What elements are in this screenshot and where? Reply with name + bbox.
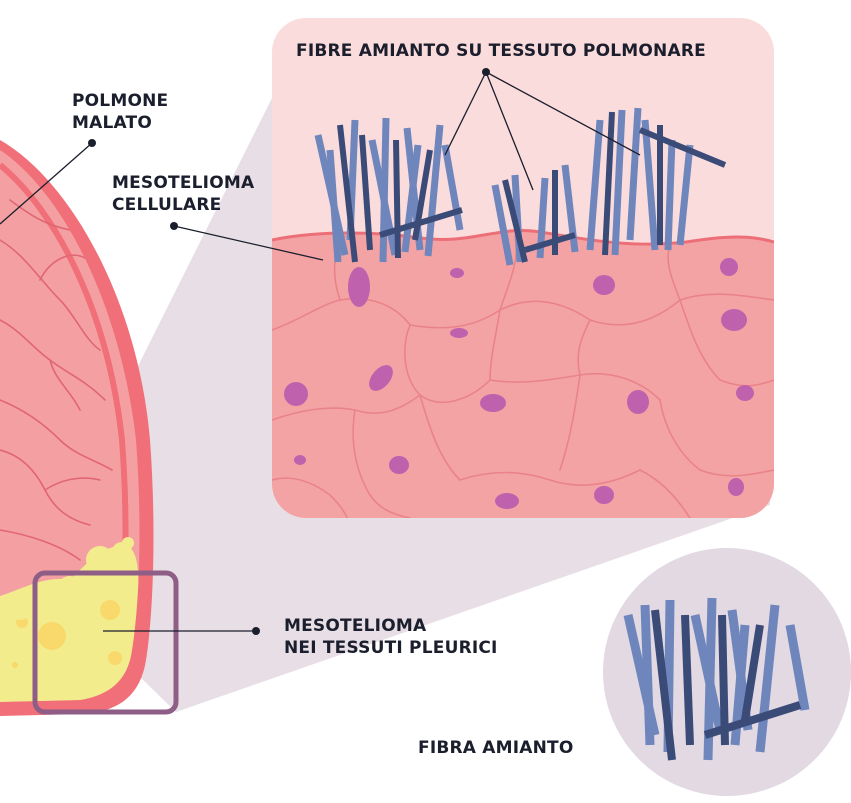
- diseased-lung: [0, 140, 153, 716]
- label-mesotelioma-pleurici: MESOTELIOMA NEI TESSUTI PLEURICI: [284, 615, 498, 659]
- tissue-panel: [272, 18, 774, 520]
- label-mesotelioma-cellulare: MESOTELIOMA CELLULARE: [112, 172, 254, 216]
- label-meso-pleur-line1: MESOTELIOMA: [284, 615, 498, 637]
- label-meso-pleur-line2: NEI TESSUTI PLEURICI: [284, 637, 498, 659]
- label-polmone-line1: POLMONE: [72, 90, 168, 112]
- fibre-detail-circle: [603, 548, 851, 796]
- cell-layer: [272, 230, 774, 520]
- label-meso-cell-line2: CELLULARE: [112, 194, 254, 216]
- label-fibra-amianto-text: FIBRA AMIANTO: [418, 737, 574, 759]
- label-fibra-amianto: FIBRA AMIANTO: [418, 737, 574, 759]
- label-polmone-line2: MALATO: [72, 112, 168, 134]
- label-fibre-tessuto: FIBRE AMIANTO SU TESSUTO POLMONARE: [296, 40, 706, 62]
- label-fibre-tessuto-text: FIBRE AMIANTO SU TESSUTO POLMONARE: [296, 40, 706, 62]
- label-polmone-malato: POLMONE MALATO: [72, 90, 168, 134]
- label-meso-cell-line1: MESOTELIOMA: [112, 172, 254, 194]
